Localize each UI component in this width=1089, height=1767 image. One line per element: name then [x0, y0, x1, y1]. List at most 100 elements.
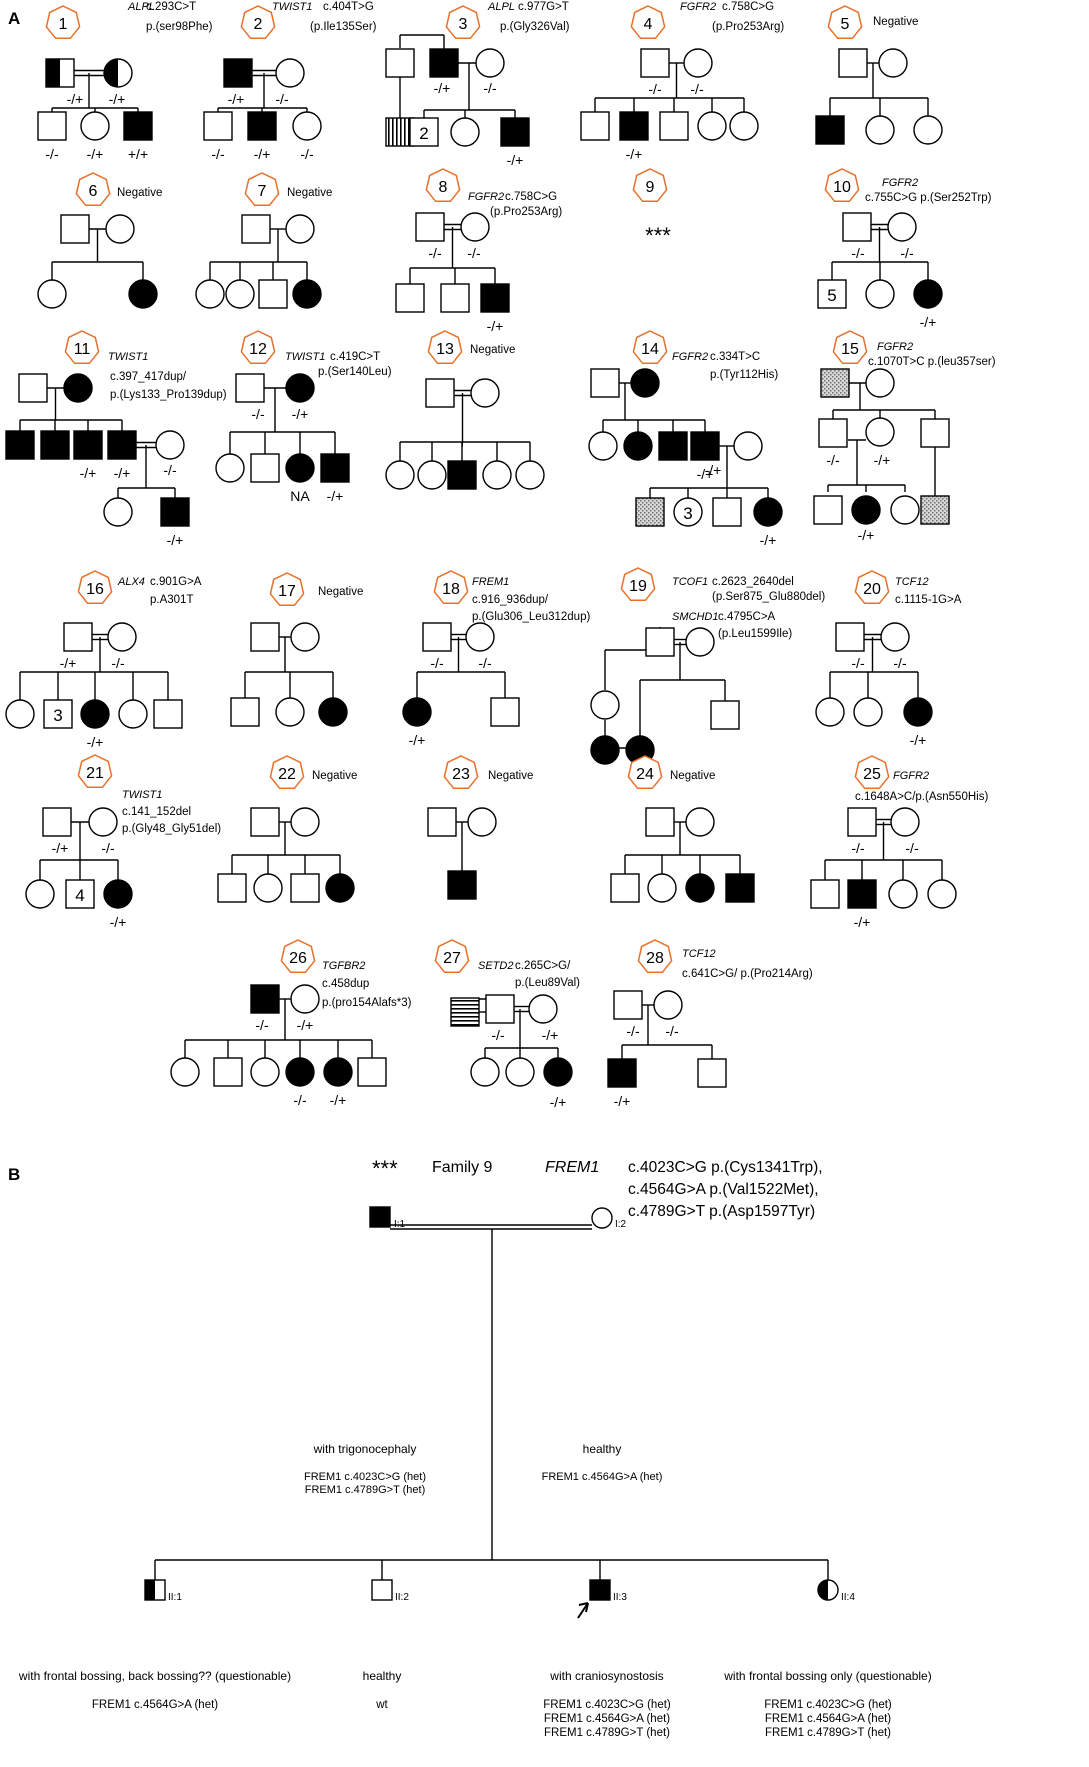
family-number: 27 — [443, 950, 461, 967]
female-symbol — [673, 497, 703, 527]
genotype-label: -/- — [111, 655, 125, 671]
male-symbol — [213, 1057, 243, 1087]
individual-id: I:2 — [615, 1219, 627, 1230]
female-symbol — [890, 495, 920, 525]
genotype-label: -/- — [851, 655, 865, 671]
family-number-badge — [832, 330, 868, 365]
gene-name: TCF12 — [895, 576, 929, 588]
genotype-text: wt — [375, 1699, 388, 1711]
male-symbol — [818, 418, 848, 448]
variant-text: c.755C>G p.(Ser252Trp) — [865, 192, 992, 204]
female-symbol — [683, 48, 713, 78]
family-number: 12 — [249, 341, 267, 358]
female-symbol — [880, 622, 910, 652]
male-symbol — [847, 807, 877, 837]
male-symbol — [60, 214, 90, 244]
family-number: 5 — [841, 16, 850, 33]
family-number-badge — [637, 939, 673, 974]
genotype-label: -/+ — [614, 1093, 631, 1109]
family-number-badge — [434, 939, 470, 974]
affected-female-symbol — [103, 879, 133, 909]
family-number-badge — [64, 330, 100, 365]
family-number: 9 — [646, 179, 655, 196]
genotype-label: -/+ — [409, 732, 426, 748]
family9-gene: FREM1 — [545, 1159, 599, 1176]
female-symbol — [815, 697, 845, 727]
genotype-label: -/+ — [330, 1092, 347, 1108]
variant-text: Negative — [873, 16, 918, 28]
female-symbol — [528, 994, 558, 1024]
genotype-label: -/- — [665, 1023, 679, 1039]
male-symbol — [235, 373, 265, 403]
pedigree-line — [461, 441, 464, 448]
affected-male-symbol — [447, 870, 477, 900]
genotype-label: -/+ — [52, 840, 69, 856]
family-number: 14 — [641, 341, 659, 358]
affected-male-symbol — [847, 879, 877, 909]
gene-name: FGFR2 — [468, 191, 504, 203]
genotype-text: FREM1 c.4564G>A (het) — [765, 1713, 891, 1725]
female-symbol — [275, 697, 305, 727]
family-number: 3 — [459, 16, 468, 33]
affected-female-symbol — [753, 497, 783, 527]
female-symbol — [865, 279, 895, 309]
affected-male-symbol — [480, 283, 510, 313]
variant-text: c.1115-1G>A — [895, 594, 962, 606]
family9-marker: *** — [645, 223, 671, 248]
male-symbol — [18, 373, 48, 403]
panel-a-label: A — [8, 9, 20, 28]
genotype-label: -/+ — [434, 80, 451, 96]
female-symbol — [890, 807, 920, 837]
individual-id: II:4 — [841, 1592, 855, 1603]
gene-name: FGFR2 — [893, 770, 929, 782]
genotype-label: -/+ — [920, 314, 937, 330]
female-symbol — [88, 807, 118, 837]
genotype-label: -/+ — [910, 732, 927, 748]
genotype-label: -/- — [428, 245, 442, 261]
affected-female-symbol — [285, 1057, 315, 1087]
pedigree-family: 9 *** — [632, 168, 671, 248]
genotype-text: FREM1 c.4023C>G (het) — [543, 1699, 671, 1711]
genotype-label: -/+ — [874, 452, 891, 468]
gene-name: TWIST1 — [272, 1, 312, 13]
male-symbol — [37, 111, 67, 141]
label-text: 3 — [683, 504, 692, 523]
female-symbol — [647, 873, 677, 903]
affected-female-symbol — [402, 697, 432, 727]
proband-arrow — [577, 1602, 589, 1619]
genotype-label: -/+ — [297, 1017, 314, 1033]
genotype-label: -/+ — [626, 146, 643, 162]
genotype-text: FREM1 c.4023C>G (het) — [764, 1699, 892, 1711]
female-symbol — [887, 212, 917, 242]
genotype-label: -/- — [275, 91, 289, 107]
status-text: with frontal bossing only (questionable) — [723, 1669, 931, 1683]
female-symbol — [865, 368, 895, 398]
female-symbol — [729, 111, 759, 141]
genotype-text: FREM1 c.4564G>A (het) — [544, 1713, 670, 1725]
variant-text: c.397_417dup/ — [110, 371, 187, 383]
affected-male-symbol — [619, 111, 649, 141]
variant-text: p.(Leu89Val) — [515, 977, 580, 989]
family-number-badge — [280, 939, 316, 974]
genotype-label: -/+ — [109, 91, 126, 107]
family9-variant: c.4023C>G p.(Cys1341Trp), — [628, 1159, 823, 1176]
variant-text: (p.Pro253Arg) — [490, 206, 562, 218]
variant-text: c.2623_2640del — [712, 576, 794, 588]
affected-female-symbol — [543, 1057, 573, 1087]
variant-text: c.758C>G — [505, 191, 557, 203]
affected-female-symbol — [325, 873, 355, 903]
family-number: 7 — [258, 183, 267, 200]
male-symbol — [250, 453, 280, 483]
half-affected-fill — [818, 1580, 828, 1600]
female-symbol — [865, 417, 895, 447]
variant-text: c.265C>G/ — [515, 960, 571, 972]
family-number-badge — [240, 5, 276, 40]
genotype-label: -/+ — [80, 465, 97, 481]
genotype-label: -/- — [300, 146, 314, 162]
